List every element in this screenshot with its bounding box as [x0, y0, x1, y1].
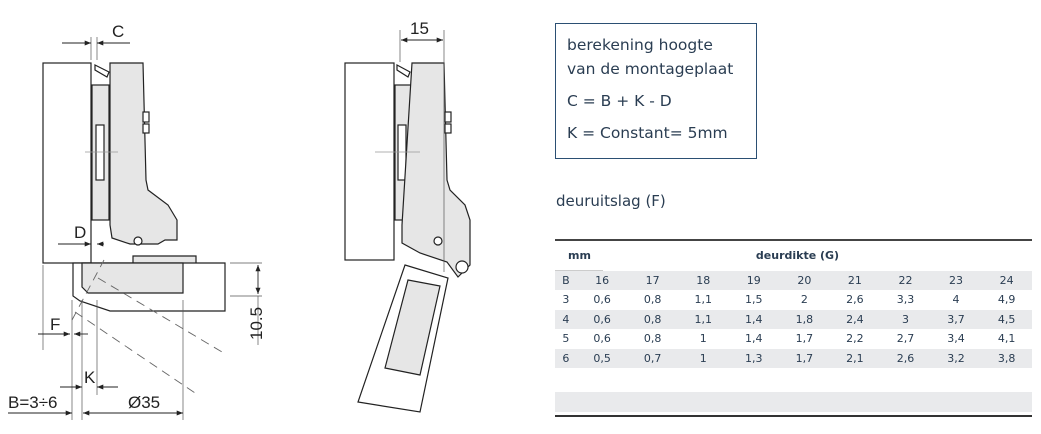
hinge-closed-view	[42, 62, 226, 312]
cell: 4,9	[997, 293, 1016, 307]
table-empty-row	[555, 392, 1032, 412]
table-row: 4 0,6 0,8 1,1 1,4 1,8 2,4 3 3,7 4,5	[555, 309, 1032, 329]
cell: 0,8	[643, 332, 662, 346]
cell: 1	[677, 348, 729, 368]
cell: 3,7	[930, 309, 982, 329]
cell: 0,6	[576, 309, 628, 329]
cell: 1,8	[779, 309, 830, 329]
cell: 0,8	[627, 309, 678, 329]
table-bottom-rule	[555, 415, 1032, 417]
formula-title: berekening hoogte van de montageplaat	[567, 36, 734, 78]
cell: 3	[562, 293, 570, 307]
label-f: F	[50, 315, 60, 334]
table-row: 6 0,5 0,7 1 1,3 1,7 2,1 2,6 3,2 3,8	[555, 348, 1032, 368]
cell: 1,4	[728, 309, 780, 329]
header-cell: 22	[880, 270, 931, 290]
cell: 1,1	[694, 293, 712, 307]
table-header-row: B 16 17 18 19 20 21 22 23 24	[555, 270, 1032, 290]
unit-label: mm	[568, 249, 591, 262]
header-cell: 19	[728, 270, 780, 290]
header-cell: 21	[829, 270, 881, 290]
table-subtitle: deuruitslag (F)	[556, 192, 666, 210]
cell: 1,1	[677, 309, 729, 329]
cell: 6	[555, 348, 577, 368]
cell: 1,7	[795, 332, 814, 346]
cell: 2,7	[896, 332, 915, 346]
label-width: 15	[410, 19, 429, 38]
cell: 0,8	[643, 293, 662, 307]
unit-underline	[555, 269, 603, 271]
header-cell: B	[555, 270, 577, 290]
cell: 3,4	[947, 332, 965, 346]
header-cell: 20	[779, 270, 830, 290]
cell: 1,3	[728, 348, 780, 368]
cell: 2,2	[846, 332, 864, 346]
cell: 4,1	[997, 332, 1016, 346]
group-label: deurdikte (G)	[755, 249, 840, 262]
cell: 4	[555, 309, 577, 329]
header-cell: 23	[930, 270, 982, 290]
cell: 1,5	[745, 293, 763, 307]
label-d: D	[74, 223, 86, 242]
table-top-rule	[555, 239, 1032, 241]
formula-box: berekening hoogte van de montageplaat C …	[555, 23, 757, 159]
cell: 1	[699, 332, 707, 346]
label-c: C	[112, 22, 124, 41]
cell: 3,2	[930, 348, 982, 368]
hinge-drawings: C D F K B=3÷6 Ø35 10.5 15	[8, 19, 471, 420]
data-table: B 16 17 18 19 20 21 22 23 24 3 0,6 0,8 1…	[555, 270, 1032, 368]
cell: 0,5	[576, 348, 628, 368]
cell: 2,1	[829, 348, 881, 368]
door-swing-table: mm deurdikte (G) B 16 17 18 19 20 21 22 …	[555, 239, 1032, 417]
table-row: 3 0,6 0,8 1,1 1,5 2 2,6 3,3 4 4,9	[555, 290, 1032, 310]
label-height: 10.5	[247, 307, 266, 340]
label-b: B=3÷6	[8, 393, 58, 412]
formula-constant: K = Constant= 5mm	[567, 124, 728, 142]
cell: 4,5	[981, 309, 1032, 329]
cell: 4	[952, 293, 960, 307]
cell: 1,4	[745, 332, 763, 346]
cell: 3,3	[896, 293, 915, 307]
cell: 2,6	[846, 293, 864, 307]
formula-equation: C = B + K - D	[567, 92, 672, 110]
cell: 2	[800, 293, 808, 307]
cell: 1,7	[779, 348, 830, 368]
cell: 0,6	[593, 293, 611, 307]
label-k: K	[84, 368, 96, 387]
cell: 3,8	[981, 348, 1032, 368]
header-cell: 17	[627, 270, 678, 290]
table-group-header: mm deurdikte (G)	[555, 241, 1032, 271]
hinge-open-view	[344, 62, 471, 413]
table-row: 5 0,6 0,8 1 1,4 1,7 2,2 2,7 3,4 4,1	[555, 329, 1032, 349]
cell: 2,6	[880, 348, 931, 368]
cell: 5	[562, 332, 570, 346]
header-cell: 16	[576, 270, 628, 290]
header-cell: 24	[981, 270, 1032, 290]
label-diameter: Ø35	[128, 393, 160, 412]
header-cell: 18	[677, 270, 729, 290]
cell: 0,6	[593, 332, 611, 346]
cell: 0,7	[627, 348, 678, 368]
cell: 2,4	[829, 309, 881, 329]
cell: 3	[880, 309, 931, 329]
